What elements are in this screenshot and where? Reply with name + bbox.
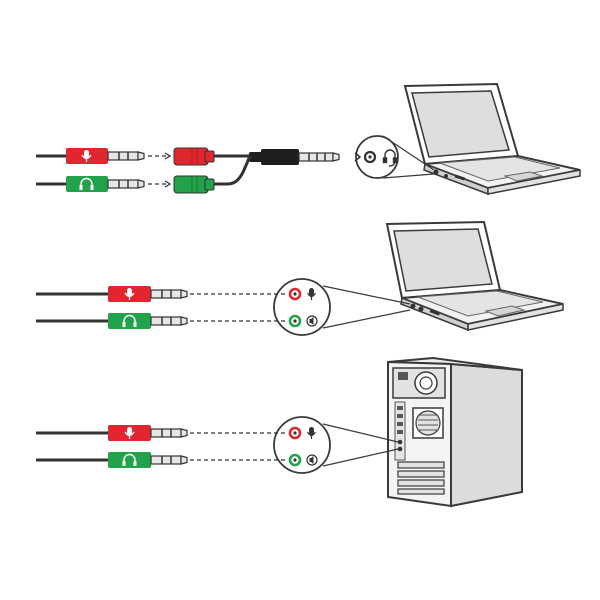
- mic-plug: [36, 425, 188, 441]
- laptop-side-port: [444, 174, 448, 178]
- combo-plug-boot: [249, 152, 263, 162]
- headphone-plug-tip: [180, 455, 188, 465]
- headphone-socket-body: [173, 175, 209, 194]
- headphone-plug-shaft: [150, 455, 182, 465]
- port-callout: [273, 416, 399, 474]
- laptop-mic-port: [410, 303, 416, 309]
- splitter-mic-socket: [173, 147, 215, 166]
- port-callout: [354, 135, 435, 179]
- headphone-plug-body: [108, 452, 151, 468]
- callout-line-bottom: [382, 173, 435, 179]
- expansion-slot-3: [397, 479, 445, 487]
- tower-headphone-port: [397, 446, 403, 452]
- laptop-headphone-port: [418, 306, 424, 312]
- combo-plug-tip: [332, 152, 340, 162]
- mic-jack-hole: [293, 292, 297, 296]
- mic-plug: [36, 148, 145, 164]
- headphone-plug: [36, 176, 145, 192]
- audio-out-icon: [306, 315, 318, 327]
- mic-socket-collar: [204, 150, 215, 163]
- headphone-plug-shaft: [150, 316, 182, 326]
- tower-side-panel: [450, 362, 523, 508]
- combo-plug: [249, 149, 340, 165]
- combo-plug-body: [261, 149, 299, 165]
- headphone-plug-tip: [137, 179, 145, 189]
- io-port-3: [397, 422, 403, 426]
- laptop-side-slot: [454, 174, 466, 181]
- combo-jack-hole: [368, 155, 372, 159]
- expansion-slot-4: [397, 488, 445, 495]
- headphones-icon: [79, 177, 94, 190]
- headphones-icon: [122, 314, 137, 327]
- headphone-jack-hole: [293, 319, 297, 323]
- headphone-plug-tip: [180, 316, 188, 326]
- mic-plug: [36, 286, 188, 302]
- splitter-headphone-socket: [173, 175, 215, 194]
- expansion-slot-1: [397, 461, 445, 469]
- callout-circle: [273, 278, 331, 336]
- mic-jack-hole: [293, 431, 297, 435]
- panel-laptop-adapter: [36, 82, 581, 196]
- mic-plug-tip: [137, 151, 145, 161]
- headphone-plug: [36, 313, 188, 329]
- splitter-cable-lower: [213, 155, 252, 186]
- port-callout: [273, 278, 411, 336]
- laptop-base-front: [467, 303, 564, 331]
- tower-mic-port: [397, 439, 403, 445]
- headphone-plug: [36, 452, 188, 468]
- headphone-plug-body: [66, 176, 108, 192]
- panel-desktop-separate-jacks: [36, 356, 523, 508]
- callout-line-top: [322, 423, 399, 443]
- guide-arrowhead-mic: [164, 152, 172, 160]
- laptop-touchpad: [503, 171, 544, 182]
- io-port-4: [397, 430, 403, 434]
- psu-power-socket: [398, 372, 408, 380]
- laptop-base-front: [487, 169, 581, 195]
- mic-socket-body: [173, 147, 209, 166]
- laptop-keyboard: [439, 156, 561, 182]
- microphone-icon: [124, 288, 135, 300]
- microphone-icon: [124, 427, 135, 439]
- combo-plug-shaft: [298, 152, 334, 162]
- psu-fan-ring: [419, 376, 433, 390]
- laptop-device: [385, 220, 564, 332]
- laptop-keyboard: [417, 290, 544, 317]
- laptop-touchpad: [484, 305, 526, 317]
- laptop-side-slot: [429, 309, 441, 316]
- headphones-icon: [122, 453, 137, 466]
- headset-icon: [382, 149, 398, 167]
- audio-out-icon: [306, 454, 318, 466]
- plug-in-arrow: [354, 152, 362, 162]
- callout-circle: [273, 416, 331, 474]
- callout-line-bottom: [322, 309, 411, 329]
- headphone-jack-hole: [293, 458, 297, 462]
- mic-plug-tip: [180, 289, 188, 299]
- guide-arrowhead-headphone: [164, 180, 172, 188]
- headphone-plug-shaft: [107, 179, 139, 189]
- desktop-tower-device: [387, 356, 523, 508]
- mic-plug-tip: [180, 428, 188, 438]
- mic-plug-shaft: [107, 151, 139, 161]
- microphone-icon: [81, 150, 92, 162]
- mic-plug-shaft: [150, 289, 182, 299]
- expansion-slot-2: [397, 470, 445, 478]
- case-fan-icon: [415, 410, 441, 436]
- laptop-screen: [393, 228, 493, 292]
- laptop-screen: [411, 90, 510, 158]
- headphone-plug-body: [108, 313, 151, 329]
- laptop-device: [403, 82, 581, 196]
- io-port-1: [397, 406, 403, 410]
- callout-circle: [355, 135, 399, 179]
- mic-plug-shaft: [150, 428, 182, 438]
- io-port-2: [397, 414, 403, 418]
- psu-fan-icon: [414, 371, 438, 395]
- callout-line-bottom: [322, 448, 399, 467]
- callout-line-top: [322, 285, 411, 305]
- panel-laptop-separate-jacks: [36, 220, 564, 336]
- microphone-icon: [306, 288, 317, 300]
- laptop-audio-port: [433, 169, 439, 175]
- microphone-icon: [306, 427, 317, 439]
- headphone-socket-collar: [204, 178, 215, 191]
